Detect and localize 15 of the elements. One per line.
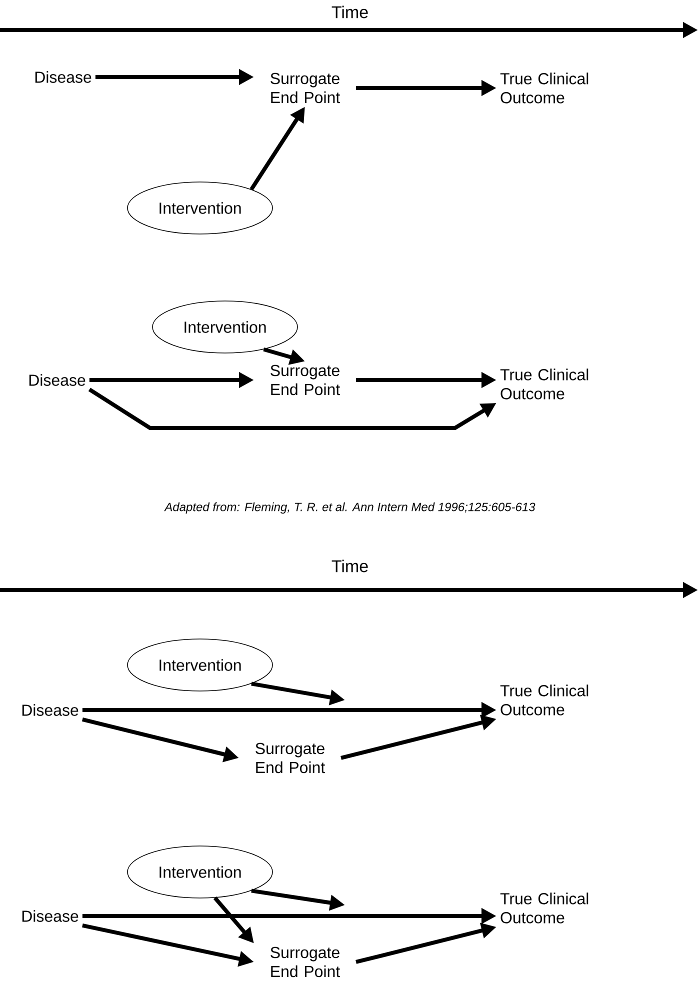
outcome-label: True Clinical Outcome [500,368,588,400]
disease-label: Disease [35,71,92,83]
citation: Adapted from: Fleming, T. R. et al. Ann Intern Med 1996;125:605-613 [164,502,536,514]
surrogate-label: Surrogate End Point [270,72,340,104]
outcome-label: True Clinical Outcome [500,72,588,104]
surrogate-label: Surrogate End Point [256,742,325,774]
outcome-label: True Clinical Outcome [500,684,588,716]
disease-label: Disease [29,374,86,386]
surrogate-label: Surrogate End Point [270,946,340,978]
time-label: Time [332,6,368,18]
disease-label: Disease [22,704,78,716]
disease-label: Disease [22,910,78,922]
time-label: Time [332,560,368,572]
surrogate-label: Surrogate End Point [270,364,340,396]
outcome-label: True Clinical Outcome [500,892,588,924]
